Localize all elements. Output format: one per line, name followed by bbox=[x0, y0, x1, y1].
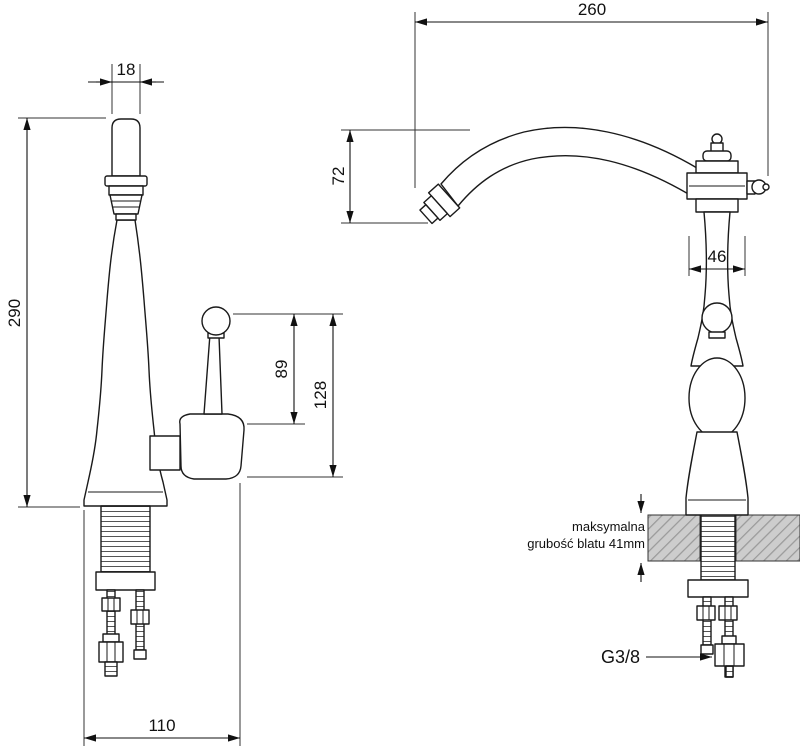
mounting-washer bbox=[687, 579, 749, 598]
dimension-spout-reach: 260 bbox=[414, 0, 769, 188]
spout-tube bbox=[111, 118, 141, 177]
left-view: 18 290 89 128 bbox=[5, 60, 343, 746]
body-base bbox=[685, 431, 749, 516]
aerator-cone bbox=[109, 194, 143, 215]
dim-label-290: 290 bbox=[5, 299, 24, 327]
thread-callout: G3/8 bbox=[601, 647, 712, 667]
countertop-left bbox=[647, 514, 701, 562]
handle-ring bbox=[708, 331, 726, 339]
lower-collar bbox=[695, 198, 739, 213]
g38-fitting bbox=[714, 635, 745, 678]
thread-label: G3/8 bbox=[601, 647, 640, 667]
mounting-washer bbox=[95, 571, 156, 591]
countertop-thickness-note: maksymalna grubość blatu 41mm bbox=[527, 494, 646, 582]
threaded-shank bbox=[700, 514, 736, 581]
dimension-spout-width: 18 bbox=[88, 60, 164, 114]
handle-lever-stem bbox=[203, 333, 223, 415]
dimension-handle-heights: 89 128 bbox=[233, 313, 343, 478]
dim-label-72: 72 bbox=[329, 167, 348, 186]
right-dimensions: 260 72 46 maksymalna grubość blat bbox=[329, 0, 769, 667]
top-collar bbox=[695, 160, 739, 174]
threaded-shank bbox=[100, 505, 151, 573]
side-knob-tip bbox=[762, 183, 770, 191]
dim-label-110: 110 bbox=[148, 716, 175, 735]
right-faucet-body bbox=[419, 126, 770, 678]
handle-knob bbox=[701, 302, 733, 334]
finial-base bbox=[702, 150, 732, 162]
aerator bbox=[419, 183, 461, 225]
dim-label-89: 89 bbox=[272, 360, 291, 379]
countertop-note-line2: grubość blatu 41mm bbox=[527, 536, 645, 551]
aerator-tip bbox=[115, 213, 137, 221]
handle-bell bbox=[179, 413, 245, 480]
spout-ring bbox=[108, 185, 144, 196]
handle-knob bbox=[201, 306, 231, 336]
countertop-band bbox=[647, 514, 800, 562]
countertop-note-line1: maksymalna bbox=[572, 519, 646, 534]
mounting-stud bbox=[702, 596, 712, 646]
dimension-total-height: 290 bbox=[5, 117, 106, 508]
body-bulb bbox=[688, 357, 746, 439]
dim-label-260: 260 bbox=[578, 0, 606, 19]
right-view: 260 72 46 maksymalna grubość blat bbox=[329, 0, 800, 678]
countertop-right bbox=[735, 514, 800, 562]
column-neck bbox=[690, 211, 744, 367]
left-dimensions: 18 290 89 128 bbox=[5, 60, 343, 746]
dimension-body-width: 46 bbox=[688, 236, 746, 276]
dimension-base-width: 110 bbox=[83, 483, 241, 746]
dim-label-18: 18 bbox=[117, 60, 136, 79]
faucet-body bbox=[83, 219, 168, 507]
mounting-nuts bbox=[696, 605, 738, 655]
dimension-spout-height: 72 bbox=[329, 129, 470, 224]
spout-curve bbox=[440, 126, 698, 207]
spout-collar bbox=[104, 175, 148, 187]
left-faucet-body bbox=[83, 118, 245, 677]
handle-connector bbox=[149, 435, 181, 471]
dim-label-128: 128 bbox=[311, 381, 330, 409]
mounting-nuts bbox=[98, 597, 150, 677]
dim-label-46: 46 bbox=[708, 247, 727, 266]
